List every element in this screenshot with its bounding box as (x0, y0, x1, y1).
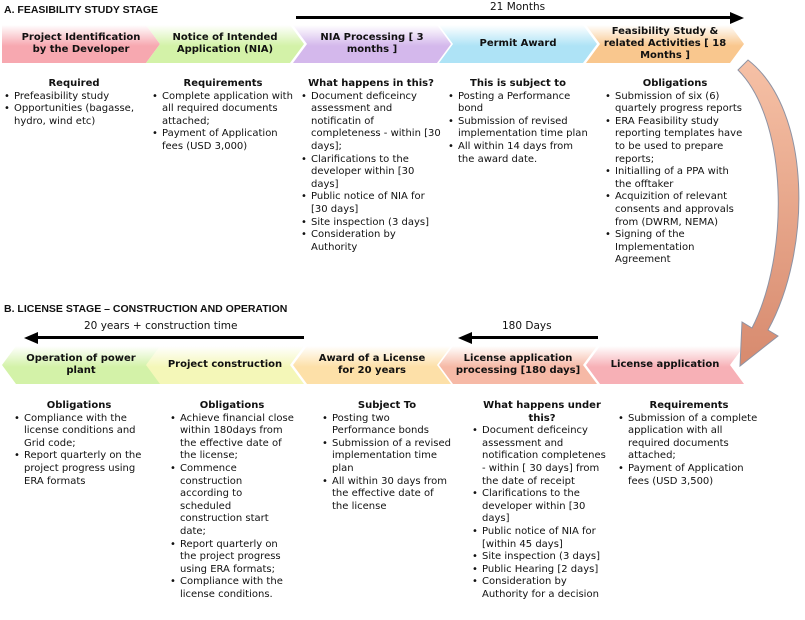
bullet-list: Prefeasibility studyOpportunities (bagas… (4, 91, 144, 129)
list-item: Public notice of NIA for [30 days] (301, 191, 441, 216)
list-item: Report quarterly on the project progress… (170, 539, 294, 577)
bullet-list: Compliance with the license conditions a… (14, 413, 144, 489)
license-column-3: Subject To Posting two Performance bondsS… (322, 400, 452, 513)
duration-arrow-b-short (472, 336, 598, 339)
feasibility-stage-label: Project Identification by the Developer (21, 32, 141, 55)
license-column-1: ObligationsCompliance with the license c… (14, 400, 144, 488)
list-item: Report quarterly on the project progress… (14, 450, 144, 488)
license-stage-label: License application processing [180 days… (455, 353, 581, 376)
list-item: Prefeasibility study (4, 91, 144, 104)
list-item: Acquizition of relevant consents and app… (605, 191, 745, 229)
license-stage-label: Award of a License for 20 years (318, 353, 426, 376)
list-item: Clarifications to the developer within [… (301, 154, 441, 192)
list-item: Submission of a complete application wit… (618, 413, 760, 463)
list-item: Payment of Application fees (USD 3,500) (618, 463, 760, 488)
license-stage-1: Operation of power plant (2, 346, 160, 384)
feasibility-stage-label: Permit Award (479, 38, 557, 49)
list-item: ERA Feasibility study reporting template… (605, 116, 745, 166)
feasibility-column-5: ObligationsSubmission of six (6) quartel… (605, 78, 745, 267)
feasibility-stage-1: Project Identification by the Developer (2, 25, 160, 63)
license-stage-4: License application processing [180 days… (439, 346, 597, 384)
duration-arrow-b-long (38, 336, 304, 339)
list-item: Posting two Performance bonds (322, 413, 452, 438)
list-item: Submission of six (6) quartely progress … (605, 91, 745, 116)
list-item: Site inspection (3 days] (472, 551, 612, 564)
column-heading: Required (48, 78, 100, 89)
list-item: Opportunities (bagasse, hydro, wind etc) (4, 103, 144, 128)
bullet-list: Posting two Performance bondsSubmission … (322, 413, 452, 514)
bullet-list: Document deficeincy assessment and notif… (472, 425, 612, 601)
list-item: Document deficeincy assessment and notif… (301, 91, 441, 154)
list-item: Public notice of NIA for [within 45 days… (472, 526, 612, 551)
arrow-head-left-icon (458, 331, 472, 344)
license-stage-label: Operation of power plant (26, 353, 136, 376)
column-heading: This is subject to (470, 78, 566, 89)
license-stage-2: Project construction (146, 346, 304, 384)
license-column-2: ObligationsAchieve financial close withi… (170, 400, 294, 602)
bullet-list: Submission of a complete application wit… (618, 413, 760, 489)
bullet-list: Posting a Performance bondSubmission of … (448, 91, 588, 167)
list-item: Submission of revised implementation tim… (448, 116, 588, 141)
duration-arrow-a (296, 16, 730, 19)
list-item: Consideration by Authority for a decisio… (472, 576, 612, 601)
duration-label-a: 21 Months (490, 1, 546, 13)
bullet-list: Complete application with all required d… (152, 91, 294, 154)
license-column-5: RequirementsSubmission of a complete app… (618, 400, 760, 488)
arrow-head-right-icon (730, 11, 744, 24)
list-item: Document deficeincy assessment and notif… (472, 425, 612, 488)
license-stage-label: License application (610, 359, 720, 370)
bullet-list: Document deficeincy assessment and notif… (301, 91, 441, 255)
arrow-head-left-icon (24, 331, 38, 344)
list-item: Commence construction according to sched… (170, 463, 294, 539)
column-heading: Obligations (46, 400, 112, 411)
license-stage-label: Project construction (167, 359, 283, 370)
license-stage-5: License application (586, 346, 744, 384)
list-item: Initialling of a PPA with the offtaker (605, 166, 745, 191)
feasibility-column-1: RequiredPrefeasibility studyOpportunitie… (4, 78, 144, 128)
feasibility-stage-label: Notice of Intended Application (NIA) (172, 32, 278, 55)
feasibility-stage-5: Feasibility Study & related Activities [… (586, 25, 744, 63)
bullet-list: Submission of six (6) quartely progress … (605, 91, 745, 267)
list-item: Public Hearing [2 days] (472, 564, 612, 577)
list-item: Clarifications to the developer within [… (472, 488, 612, 526)
list-item: Payment of Application fees (USD 3,000) (152, 128, 294, 153)
list-item: Achieve financial close within 180days f… (170, 413, 294, 463)
column-heading: Requirements (649, 400, 729, 411)
feasibility-stage-label: Feasibility Study & related Activities [… (603, 26, 727, 61)
list-item: Complete application with all required d… (152, 91, 294, 129)
license-column-4: What happens under this?Document deficei… (472, 400, 612, 602)
list-item: Site inspection (3 days] (301, 217, 441, 230)
duration-label-b-long: 20 years + construction time (84, 320, 238, 332)
list-item: Posting a Performance bond (448, 91, 588, 116)
list-item: All within 30 days from the effective da… (322, 476, 452, 514)
column-heading: Requirements (183, 78, 263, 89)
section-b-title: B. LICENSE STAGE – CONSTRUCTION AND OPER… (4, 303, 288, 315)
license-stage-3: Award of a License for 20 years (293, 346, 451, 384)
feasibility-column-2: RequirementsComplete application with al… (152, 78, 294, 154)
column-heading: Obligations (642, 78, 708, 89)
column-heading: What happens in this? (308, 78, 434, 89)
feasibility-stage-label: NIA Processing [ 3 months ] (320, 32, 424, 55)
column-heading: What happens under this? (483, 400, 601, 424)
column-heading: Subject To (357, 400, 417, 411)
column-heading: Obligations (199, 400, 265, 411)
list-item: Compliance with the license conditions a… (14, 413, 144, 451)
feasibility-stage-2: Notice of Intended Application (NIA) (146, 25, 304, 63)
list-item: Submission of a revised implementation t… (322, 438, 452, 476)
bullet-list: Achieve financial close within 180days f… (170, 413, 294, 602)
list-item: Signing of the Implementation Agreement (605, 229, 745, 267)
feasibility-stage-4: Permit Award (439, 25, 597, 63)
feasibility-column-3: What happens in this? Document deficeincy… (301, 78, 441, 254)
list-item: Compliance with the license conditions. (170, 576, 294, 601)
feasibility-column-4: This is subject to Posting a Performance … (448, 78, 588, 166)
list-item: Consideration by Authority (301, 229, 441, 254)
duration-label-b-short: 180 Days (502, 320, 552, 332)
section-a-title: A. FEASIBILITY STUDY STAGE (4, 4, 159, 16)
list-item: All within 14 days from the award date. (448, 141, 588, 166)
feasibility-stage-3: NIA Processing [ 3 months ] (293, 25, 451, 63)
